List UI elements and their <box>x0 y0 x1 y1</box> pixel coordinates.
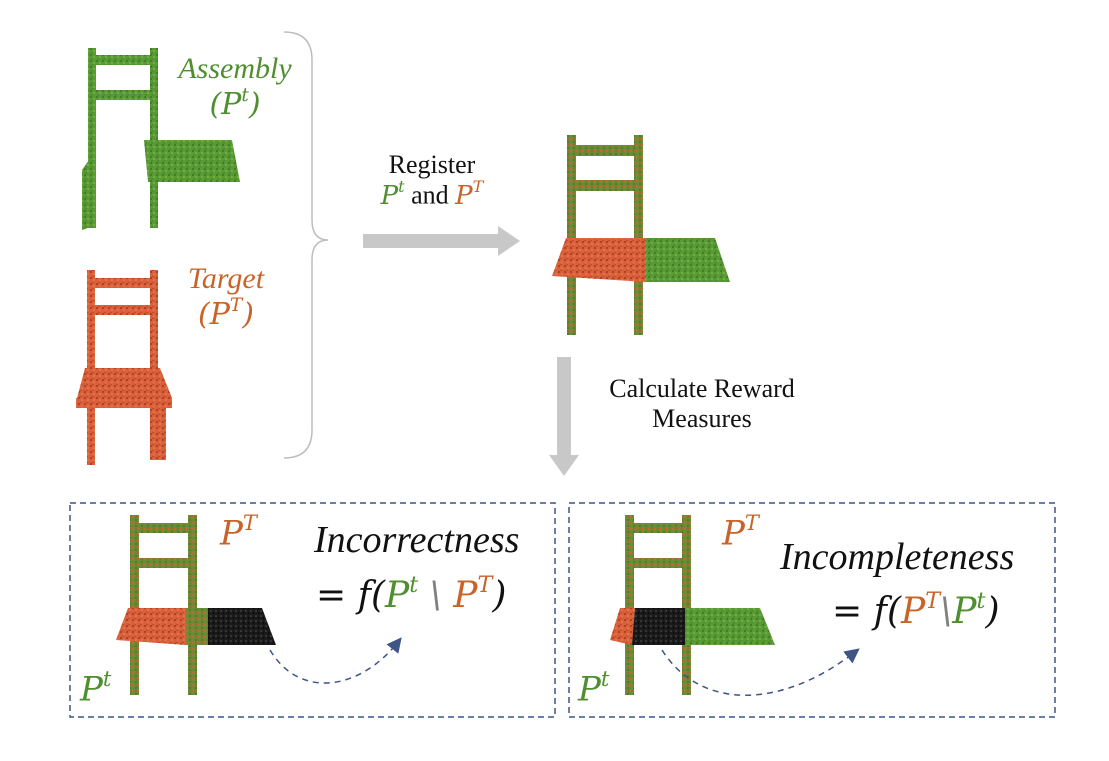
target-label: Target (PT) <box>166 262 286 332</box>
incorrectness-target-tag: PT <box>220 509 257 554</box>
assembly-label: Assembly (Pt) <box>160 52 310 122</box>
incompleteness-title: Incompleteness <box>780 536 1015 578</box>
incorrectness-formula: = f(Pt \ PT) <box>316 571 507 616</box>
register-formula: Pt and PT <box>380 177 484 211</box>
register-arrow <box>363 226 520 256</box>
incorrectness-chair <box>116 515 276 695</box>
target-symbol: (PT) <box>197 294 255 332</box>
registered-chair <box>552 135 730 335</box>
incompleteness-panel <box>568 502 1056 718</box>
calculate-arrow <box>549 357 579 476</box>
incompleteness-chair <box>610 515 775 695</box>
target-title: Target <box>187 262 265 295</box>
calculate-line1: Calculate Reward <box>609 374 795 403</box>
register-label: Register Pt and PT <box>352 150 512 211</box>
incorrectness-panel <box>69 502 556 718</box>
assembly-chair <box>82 48 240 230</box>
incompleteness-assembly-tag: Pt <box>578 665 610 710</box>
calculate-label: Calculate Reward Measures <box>578 374 826 434</box>
incompleteness-formula: = f(PT\Pt) <box>832 587 1000 632</box>
register-word: Register <box>388 150 476 179</box>
incorrectness-assembly-tag: Pt <box>80 665 112 710</box>
incompleteness-curve-arrow <box>661 648 860 696</box>
assembly-symbol: (Pt) <box>209 84 261 122</box>
target-chair <box>76 270 172 465</box>
assembly-title: Assembly <box>178 52 292 85</box>
bracket <box>283 31 329 459</box>
incorrectness-curve-arrow <box>269 637 402 684</box>
incompleteness-target-tag: PT <box>722 509 759 554</box>
incorrectness-title: Incorrectness <box>314 519 520 561</box>
calculate-line2: Measures <box>652 403 752 433</box>
